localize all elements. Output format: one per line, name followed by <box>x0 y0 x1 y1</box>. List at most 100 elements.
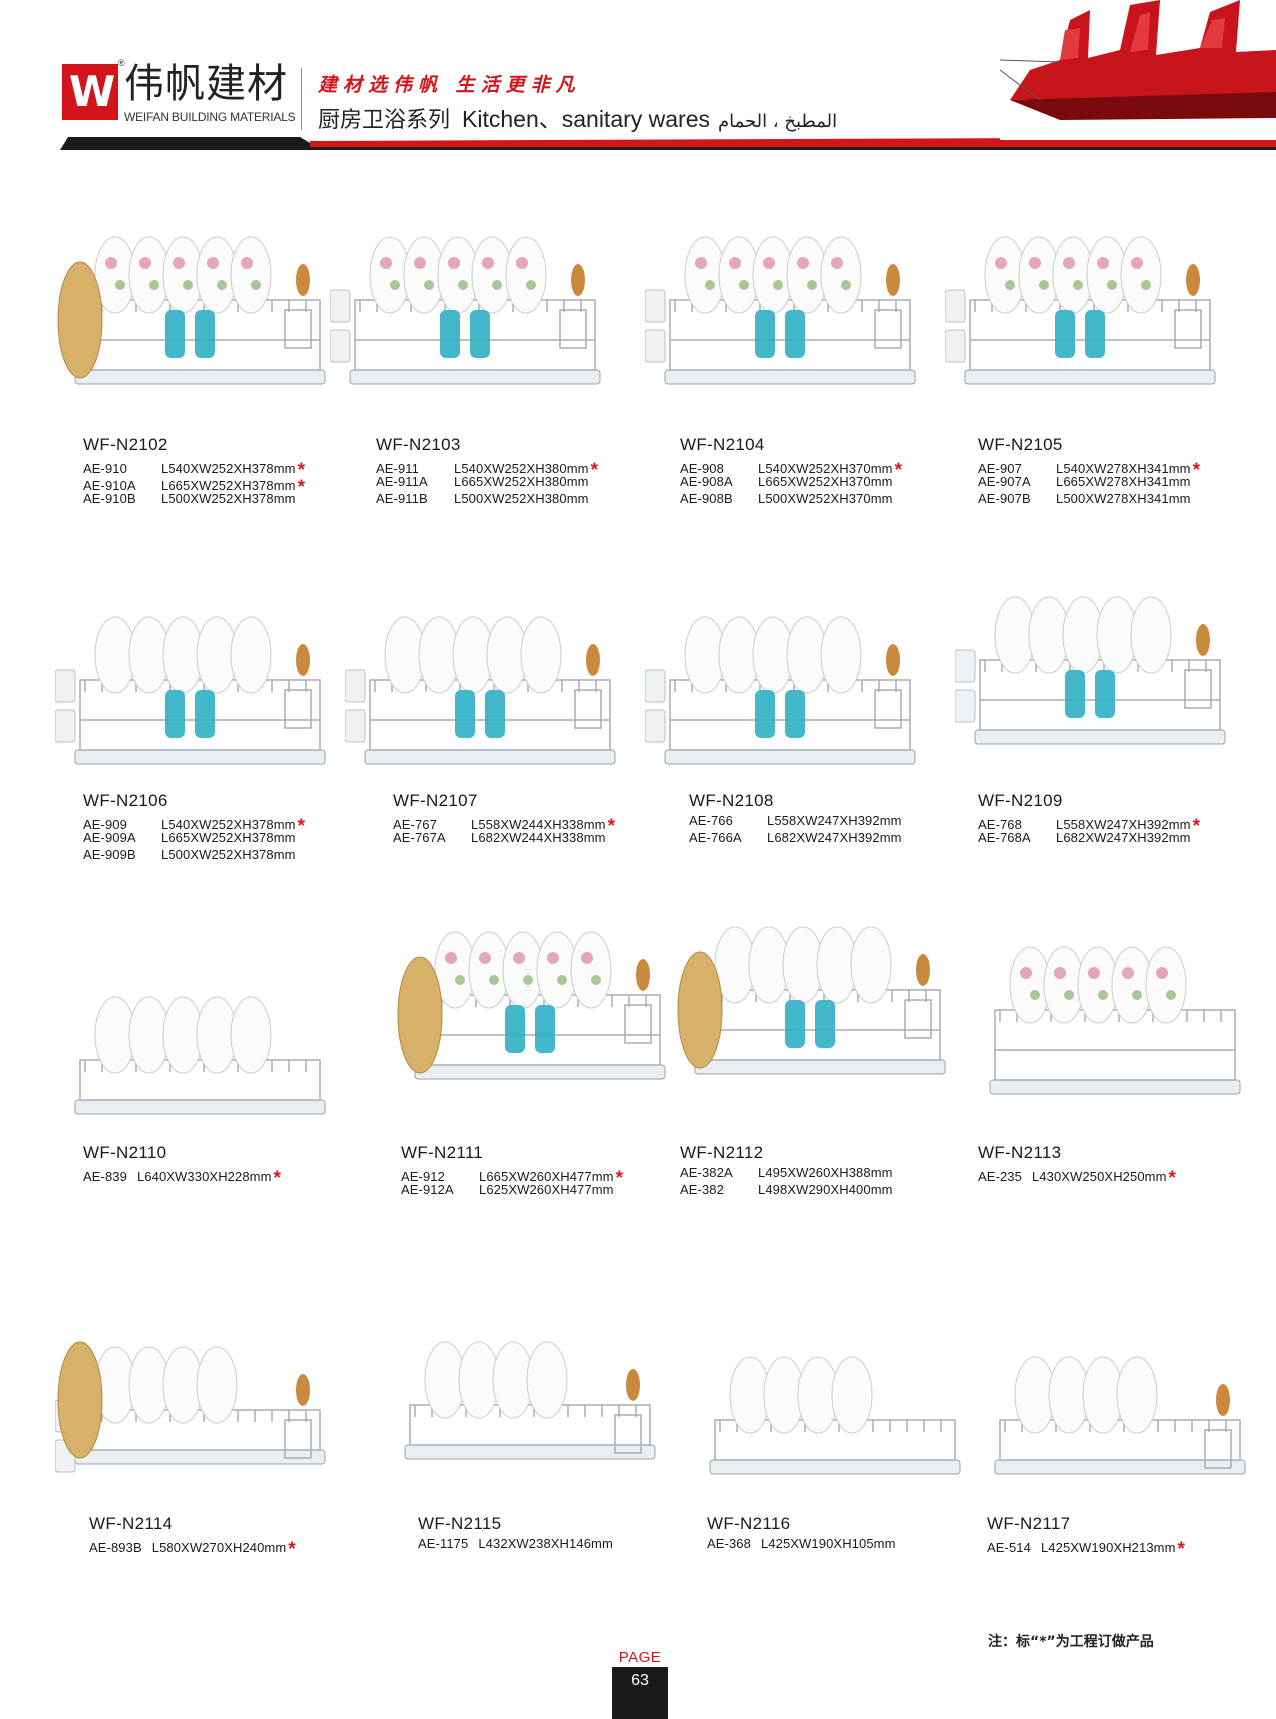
spec-size: L540XW252XH370mm <box>758 461 893 476</box>
spec-line: AE-382A L495XW260XH388mm <box>680 1165 893 1180</box>
leaf-pattern-icon <box>705 280 715 290</box>
flower-pattern-icon <box>516 257 528 269</box>
flower-pattern-icon <box>831 257 843 269</box>
bottle-icon <box>535 1005 555 1053</box>
plate-icon <box>230 236 272 314</box>
spec-size: L665XW260XH477mm <box>479 1169 614 1184</box>
bottle-icon <box>455 690 475 738</box>
glass-cup-icon <box>330 329 351 363</box>
wooden-spoon-icon <box>1196 624 1210 656</box>
glass-cup-icon <box>645 669 666 703</box>
spec-code: AE-908 <box>680 461 724 476</box>
custom-order-star: * <box>288 1539 296 1560</box>
rack-outline <box>969 299 1211 371</box>
spec-code: AE-839 <box>83 1169 127 1184</box>
spec-code: AE-382 <box>680 1182 724 1197</box>
product-model: WF-N2106 <box>83 791 168 810</box>
spec-size: L665XW252XH380mm <box>454 474 589 489</box>
spec-code: AE-908B <box>680 491 733 506</box>
flower-pattern-icon <box>1097 257 1109 269</box>
flower-pattern-icon <box>207 257 219 269</box>
product-photo <box>945 236 1216 385</box>
product-model: WF-N2114 <box>89 1514 173 1533</box>
plate-icon <box>230 616 272 694</box>
spec-size: L540XW252XH380mm <box>454 461 589 476</box>
spec-size: L682XW247XH392mm <box>767 830 902 845</box>
bottle-icon <box>785 310 805 358</box>
product-photo <box>330 236 601 385</box>
utensil-holder <box>614 1414 642 1454</box>
spec-code: AE-382A <box>680 1165 733 1180</box>
product-model: WF-N2116 <box>707 1514 791 1533</box>
bottle-icon <box>815 1000 835 1048</box>
product-model: WF-N2117 <box>987 1514 1071 1533</box>
flower-pattern-icon <box>414 257 426 269</box>
flower-pattern-icon <box>1063 257 1075 269</box>
spec-line: AE-908B L500XW252XH370mm <box>680 491 893 506</box>
spec-size: L500XW252XH378mm <box>161 491 296 506</box>
spec-code: AE-766A <box>689 830 742 845</box>
flower-pattern-icon <box>797 257 809 269</box>
utensil-holder <box>874 309 902 349</box>
page-number: 63 <box>612 1667 668 1719</box>
plate-icon <box>526 1341 568 1419</box>
leaf-pattern-icon <box>149 280 159 290</box>
spec-code: AE-907B <box>978 491 1031 506</box>
product-photo <box>645 236 916 385</box>
flower-pattern-icon <box>513 952 525 964</box>
leaf-pattern-icon <box>390 280 400 290</box>
spec-size: L500XW252XH370mm <box>758 491 893 506</box>
utensil-holder <box>284 1419 312 1459</box>
bottle-icon <box>755 690 775 738</box>
drip-tray <box>414 1064 666 1080</box>
spec-code: AE-908A <box>680 474 733 489</box>
wooden-spoon-icon <box>886 264 900 296</box>
flower-pattern-icon <box>380 257 392 269</box>
custom-order-star: * <box>894 460 903 481</box>
plate-icon <box>820 236 862 314</box>
leaf-pattern-icon <box>1005 280 1015 290</box>
cutting-board-icon <box>57 1341 103 1459</box>
wooden-spoon-icon <box>636 959 650 991</box>
brand-name-cn: 伟帆建材 <box>124 61 288 107</box>
plate-icon <box>505 236 547 314</box>
spec-code: AE-768A <box>978 830 1031 845</box>
spec-code: AE-911B <box>376 491 428 506</box>
glass-cup-icon <box>645 329 666 363</box>
wooden-spoon-icon <box>571 264 585 296</box>
rack-outline <box>979 659 1221 731</box>
leaf-pattern-icon <box>458 280 468 290</box>
product-photo <box>74 996 326 1115</box>
leaf-pattern-icon <box>557 975 567 985</box>
series-title-cn: 厨房卫浴系列 <box>318 108 451 133</box>
brand-logo-mark: W <box>62 64 118 120</box>
product-model: WF-N2111 <box>401 1143 484 1162</box>
leaf-pattern-icon <box>773 280 783 290</box>
leaf-pattern-icon <box>526 280 536 290</box>
plate-icon <box>196 1346 238 1424</box>
product-model: WF-N2115 <box>418 1514 502 1533</box>
spec-size: L540XW252XH378mm <box>161 817 296 832</box>
rack-outline <box>79 679 321 751</box>
spec-line: AE-766A L682XW247XH392mm <box>689 830 902 845</box>
spec-size: L495XW260XH388mm <box>758 1165 893 1180</box>
product-photo <box>955 596 1226 745</box>
glass-cup-icon <box>945 329 966 363</box>
drip-tray <box>694 1059 946 1075</box>
spec-code: AE-768 <box>978 817 1022 832</box>
product-photo <box>989 946 1241 1095</box>
rack-outline <box>369 679 611 751</box>
plate-icon <box>230 996 272 1074</box>
plate-icon <box>1116 1356 1158 1434</box>
product-photo <box>397 931 666 1080</box>
plate-icon <box>820 616 862 694</box>
product-photo <box>645 616 916 765</box>
